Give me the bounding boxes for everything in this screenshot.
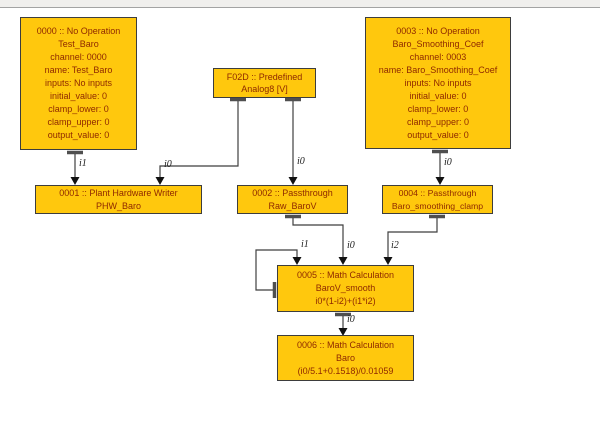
node-title: 0002 :: Passthrough <box>252 188 333 198</box>
node-name: Analog8 [V] <box>241 84 288 94</box>
edge-label-i2: i2 <box>391 240 399 251</box>
arrowhead-0005-i0 <box>338 257 348 265</box>
node-output-value: output_value: 0 <box>47 130 110 140</box>
node-channel: channel: 0000 <box>50 52 107 62</box>
top-panel-edge <box>0 0 600 8</box>
node-0004-passthrough[interactable]: 0004 :: Passthrough Baro_smoothing_clamp <box>382 185 493 214</box>
arrowhead-0005-i2 <box>383 257 393 265</box>
arrowhead-0005-i1 <box>292 257 302 265</box>
node-0003-no-operation[interactable]: 0003 :: No Operation Baro_Smoothing_Coef… <box>365 17 511 149</box>
edge-label-i0: i0 <box>347 314 355 325</box>
arrowhead-0001-i0 <box>155 177 165 185</box>
node-title: 0006 :: Math Calculation <box>296 339 395 350</box>
node-name: Test_Baro <box>58 39 99 49</box>
node-title: 0004 :: Passthrough <box>398 188 477 198</box>
edge-0002-to-0005 <box>292 218 344 258</box>
node-name-field: name: Baro_Smoothing_Coef <box>378 64 498 75</box>
node-name: Raw_BaroV <box>268 200 317 211</box>
node-name: Baro <box>335 352 355 363</box>
node-clamp-lower: clamp_lower: 0 <box>407 103 469 114</box>
node-0002-passthrough[interactable]: 0002 :: Passthrough Raw_BaroV <box>237 185 348 214</box>
node-formula: i0*(1-i2)+(i1*i2) <box>315 296 376 306</box>
node-inputs: inputs: No inputs <box>404 77 472 88</box>
node-0006-math-calculation[interactable]: 0006 :: Math Calculation Baro (i0/5.1+0.… <box>277 335 414 381</box>
edge-label-i1: i1 <box>79 158 87 169</box>
node-name-field: name: Test_Baro <box>44 65 113 75</box>
edge-label-i1: i1 <box>301 239 309 250</box>
node-title: F02D :: Predefined <box>226 71 303 82</box>
node-clamp-upper: clamp_upper: 0 <box>47 117 110 127</box>
edge-label-i0: i0 <box>347 240 355 251</box>
edge-0004-to-0005 <box>387 218 438 258</box>
node-title: 0001 :: Plant Hardware Writer <box>59 188 178 198</box>
node-channel: channel: 0003 <box>409 51 467 62</box>
edge-label-i0: i0 <box>297 156 305 167</box>
arrowhead-0001-i1 <box>70 177 80 185</box>
node-0000-no-operation[interactable]: 0000 :: No Operation Test_Baro channel: … <box>20 17 137 150</box>
node-clamp-upper: clamp_upper: 0 <box>406 116 470 127</box>
node-0005-math-calculation[interactable]: 0005 :: Math Calculation BaroV_smooth i0… <box>277 265 414 312</box>
node-title: 0000 :: No Operation <box>36 26 121 36</box>
arrowhead-0004-i0 <box>435 177 445 185</box>
node-name: Baro_smoothing_clamp <box>391 200 484 211</box>
node-output-value: output_value: 0 <box>407 129 469 140</box>
node-name: Baro_Smoothing_Coef <box>392 38 484 49</box>
edge-label-i0: i0 <box>164 159 172 170</box>
node-title: 0003 :: No Operation <box>396 25 480 36</box>
arrowhead-0002-i0 <box>288 177 298 185</box>
node-f02d-predefined[interactable]: F02D :: Predefined Analog8 [V] <box>213 68 316 98</box>
node-formula: (i0/5.1+0.1518)/0.01059 <box>297 365 394 376</box>
node-name: BaroV_smooth <box>315 283 376 293</box>
node-0001-plant-hardware-writer[interactable]: 0001 :: Plant Hardware Writer PHW_Baro <box>35 185 202 214</box>
node-title: 0005 :: Math Calculation <box>296 270 395 280</box>
node-inputs: inputs: No inputs <box>44 78 113 88</box>
edge-label-i0: i0 <box>444 157 452 168</box>
node-clamp-lower: clamp_lower: 0 <box>48 104 109 114</box>
node-initial-value: initial_value: 0 <box>409 90 467 101</box>
node-name: PHW_Baro <box>95 200 141 211</box>
node-initial-value: initial_value: 0 <box>49 91 108 101</box>
